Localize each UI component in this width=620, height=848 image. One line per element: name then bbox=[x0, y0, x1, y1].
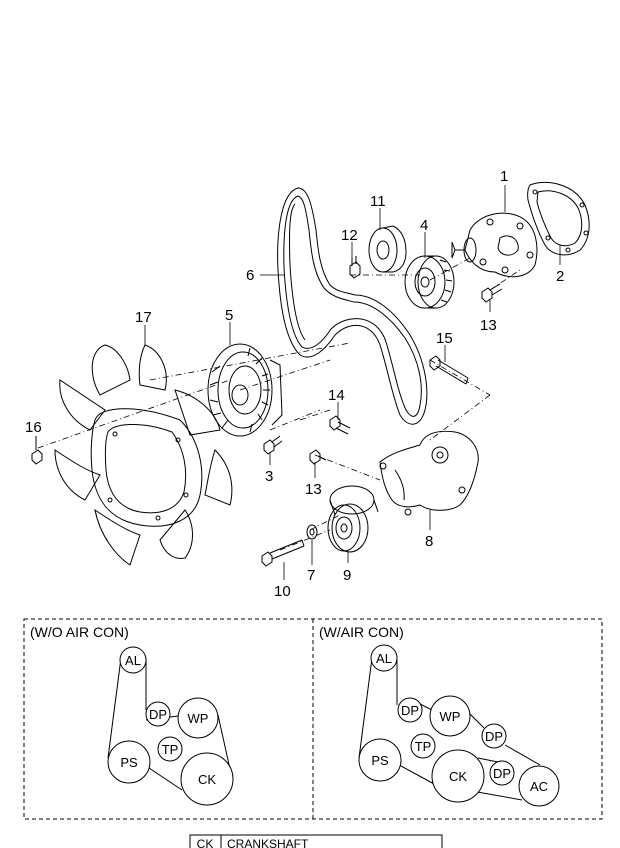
bolt-13-lower bbox=[309, 449, 327, 465]
callout-1: 1 bbox=[500, 168, 508, 185]
label-ac-right: AC bbox=[530, 779, 548, 794]
callout-10: 10 bbox=[274, 583, 291, 600]
callout-2: 2 bbox=[556, 268, 564, 285]
pulley-ck-left bbox=[180, 752, 234, 806]
callout-17: 17 bbox=[135, 309, 152, 326]
panel-title-with-ac: (W/AIR CON) bbox=[319, 624, 404, 640]
pulleys-left bbox=[107, 646, 234, 806]
label-al-right: AL bbox=[376, 651, 392, 666]
callout-11: 11 bbox=[370, 193, 386, 210]
pulley-dp-left bbox=[145, 701, 171, 727]
pulleys-right bbox=[358, 644, 560, 807]
callout-13-lower: 13 bbox=[305, 481, 322, 498]
label-ck-right: CK bbox=[449, 769, 467, 784]
legend-code: CK bbox=[197, 837, 214, 848]
pulley-tp-left bbox=[157, 736, 183, 762]
bolt-14 bbox=[329, 415, 351, 435]
bolt-15 bbox=[429, 355, 469, 385]
callout-8: 8 bbox=[425, 533, 433, 550]
bolt-13-top bbox=[481, 283, 503, 303]
panel-title-without-ac: (W/O AIR CON) bbox=[30, 624, 129, 640]
pulley-ps-right bbox=[358, 738, 402, 782]
label-wp-right: WP bbox=[440, 709, 461, 724]
legend-text: CRANKSHAFT bbox=[227, 837, 309, 848]
callout-6: 6 bbox=[246, 267, 254, 284]
label-wp-left: WP bbox=[188, 711, 209, 726]
pulley-al-left bbox=[119, 646, 147, 674]
tensioner-bracket bbox=[379, 430, 479, 516]
washer-7 bbox=[306, 524, 318, 540]
water-pump-pulley bbox=[404, 255, 455, 309]
bolt-10 bbox=[261, 539, 305, 567]
label-al-left: AL bbox=[125, 653, 141, 668]
callout-9: 9 bbox=[343, 567, 351, 584]
cooling-fan bbox=[54, 344, 233, 566]
fan-clutch bbox=[207, 343, 283, 437]
exploded-view bbox=[31, 181, 590, 580]
label-tp-right: TP bbox=[415, 739, 432, 754]
pulley-wp-left bbox=[177, 697, 219, 739]
pulley-ps-left bbox=[107, 740, 151, 784]
callout-13-top: 13 bbox=[480, 317, 497, 334]
legend-table: CK CRANKSHAFT bbox=[189, 834, 443, 848]
label-tp-left: TP bbox=[162, 742, 179, 757]
belt-routing-box bbox=[23, 618, 603, 820]
pulley-tp-right bbox=[410, 733, 436, 759]
alignment-lines bbox=[37, 257, 521, 551]
pulley-al-right bbox=[370, 644, 398, 672]
pulley-dp3-right bbox=[489, 760, 515, 786]
panel-without-ac: (W/O AIR CON) AL DP WP PS TP CK bbox=[30, 624, 234, 806]
label-ck-left: CK bbox=[198, 772, 216, 787]
label-ps-left: PS bbox=[120, 755, 138, 770]
label-dp-left: DP bbox=[149, 707, 167, 722]
callout-14: 14 bbox=[328, 387, 345, 404]
bolt-3 bbox=[263, 435, 283, 455]
label-dp3-right: DP bbox=[493, 766, 511, 781]
callout-numbers: 1 2 3 4 5 6 7 8 9 10 11 12 13 13 14 15 1… bbox=[25, 168, 564, 600]
leader-lines bbox=[144, 185, 561, 580]
tensioner-pulley bbox=[327, 485, 379, 553]
water-pump-gasket bbox=[527, 181, 590, 256]
pulley-ck-right bbox=[431, 749, 485, 803]
drive-belt bbox=[277, 187, 428, 425]
pulley-dp1-right bbox=[397, 697, 423, 723]
callout-3: 3 bbox=[265, 468, 273, 485]
bolt-16 bbox=[31, 436, 43, 465]
label-ps-right: PS bbox=[371, 753, 389, 768]
label-dp2-right: DP bbox=[485, 729, 503, 744]
callout-7: 7 bbox=[307, 567, 315, 584]
idler-pulley bbox=[368, 225, 407, 273]
panel-with-ac: (W/AIR CON) AL DP WP DP PS TP CK bbox=[319, 624, 560, 807]
water-pump bbox=[451, 212, 538, 278]
callout-12: 12 bbox=[341, 227, 358, 244]
label-dp1-right: DP bbox=[401, 703, 419, 718]
callout-4: 4 bbox=[420, 217, 428, 234]
callout-5: 5 bbox=[225, 307, 233, 324]
callout-16: 16 bbox=[25, 419, 42, 436]
pulley-ac-right bbox=[518, 765, 560, 807]
pulley-wp-right bbox=[429, 695, 471, 737]
callout-15: 15 bbox=[436, 330, 453, 347]
pulley-dp2-right bbox=[481, 723, 507, 749]
